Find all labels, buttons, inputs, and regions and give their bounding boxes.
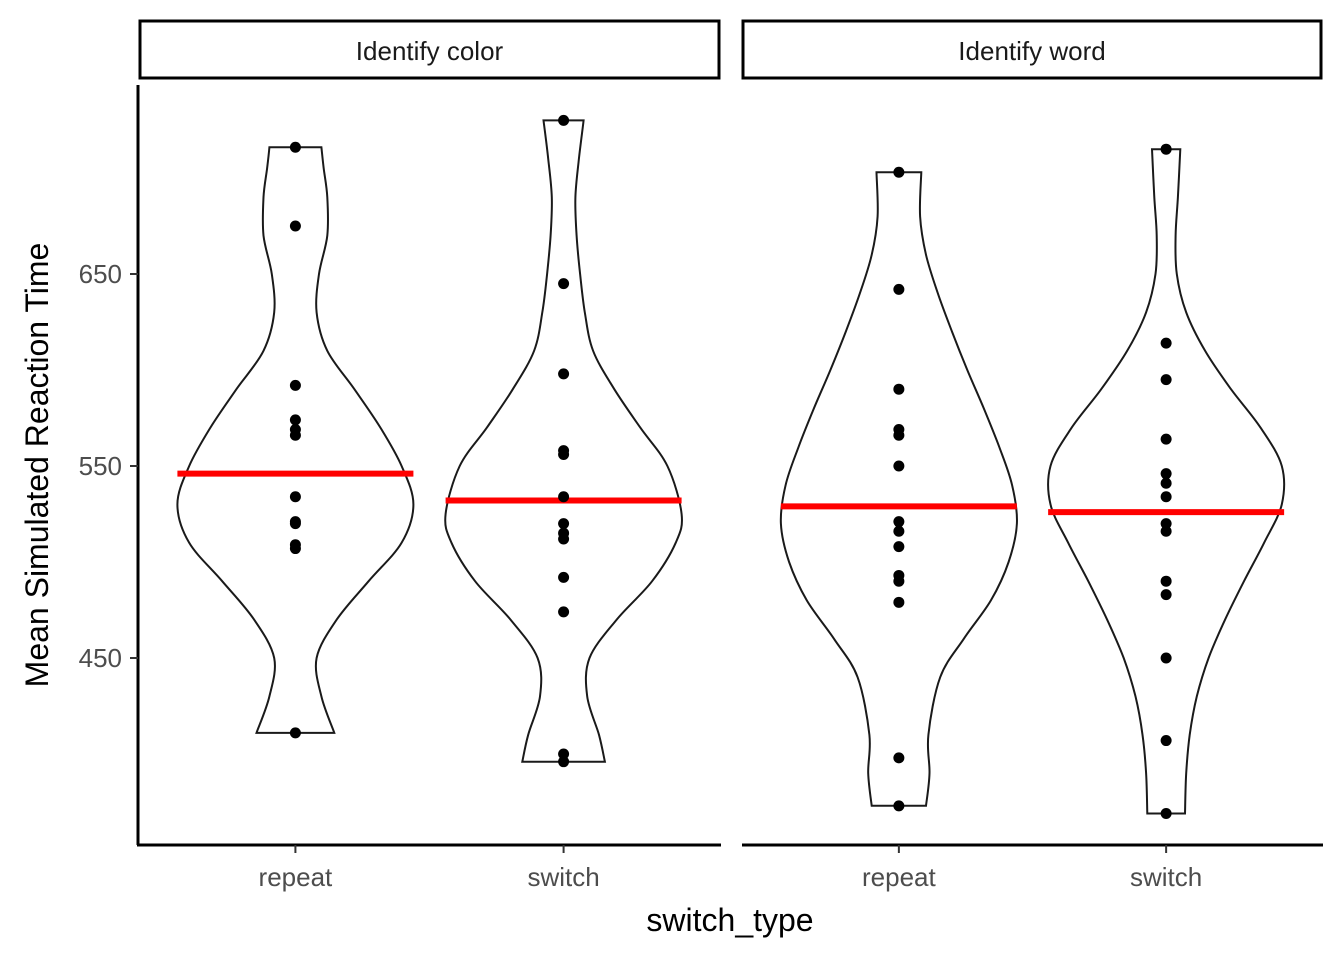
data-point [893, 166, 905, 178]
data-point [1160, 518, 1172, 530]
x-tick-label: switch [527, 862, 599, 892]
data-point [289, 429, 301, 441]
data-point [558, 518, 570, 530]
data-point [893, 525, 905, 537]
data-point [1160, 374, 1172, 386]
data-point [893, 460, 905, 472]
data-point [289, 220, 301, 232]
data-point [1160, 652, 1172, 664]
data-point [1160, 525, 1172, 537]
facet-strip-identify-color: Identify color [138, 19, 721, 80]
y-tick-label: 550 [79, 451, 122, 481]
data-point [1160, 468, 1172, 480]
data-point [289, 543, 301, 555]
y-tick-label: 650 [79, 259, 122, 289]
data-point [289, 414, 301, 426]
data-point [893, 575, 905, 587]
data-point [1160, 589, 1172, 601]
facet-label-identify-color: Identify color [356, 36, 504, 66]
data-point [558, 606, 570, 618]
x-axis-ticks: repeat switch repeat switch [259, 845, 1202, 892]
data-point [893, 516, 905, 528]
data-point [558, 748, 570, 760]
y-axis-ticks: 450 550 650 [79, 259, 138, 673]
data-point [558, 756, 570, 768]
violin-identify-word-repeat [779, 171, 1018, 807]
point-layer [289, 114, 1172, 820]
y-axis-title: Mean Simulated Reaction Time [19, 243, 55, 688]
data-point [1160, 477, 1172, 489]
data-point [558, 491, 570, 503]
x-tick-label: repeat [862, 862, 936, 892]
data-point [558, 533, 570, 545]
data-point [1160, 433, 1172, 445]
facet-strip-identify-word: Identify word [741, 19, 1323, 80]
data-point [893, 541, 905, 553]
x-tick-label: repeat [259, 862, 333, 892]
x-tick-label: switch [1130, 862, 1202, 892]
data-point [289, 491, 301, 503]
data-point [289, 379, 301, 391]
data-point [558, 448, 570, 460]
data-point [1160, 491, 1172, 503]
facet-label-identify-word: Identify word [958, 36, 1105, 66]
data-point [893, 429, 905, 441]
x-axis-title: switch_type [646, 902, 813, 938]
data-point [893, 383, 905, 395]
data-point [893, 752, 905, 764]
data-point [1160, 337, 1172, 349]
data-point [558, 114, 570, 126]
data-point [289, 727, 301, 739]
data-point [893, 800, 905, 812]
data-point [1160, 575, 1172, 587]
data-point [289, 141, 301, 153]
data-point [558, 571, 570, 583]
violin-identify-color-switch [444, 119, 683, 763]
data-point [1160, 808, 1172, 820]
data-point [893, 596, 905, 608]
data-point [1160, 143, 1172, 155]
data-point [558, 368, 570, 380]
y-tick-label: 450 [79, 643, 122, 673]
data-point [893, 283, 905, 295]
data-point [558, 278, 570, 290]
data-point [1160, 735, 1172, 747]
data-point [289, 518, 301, 530]
